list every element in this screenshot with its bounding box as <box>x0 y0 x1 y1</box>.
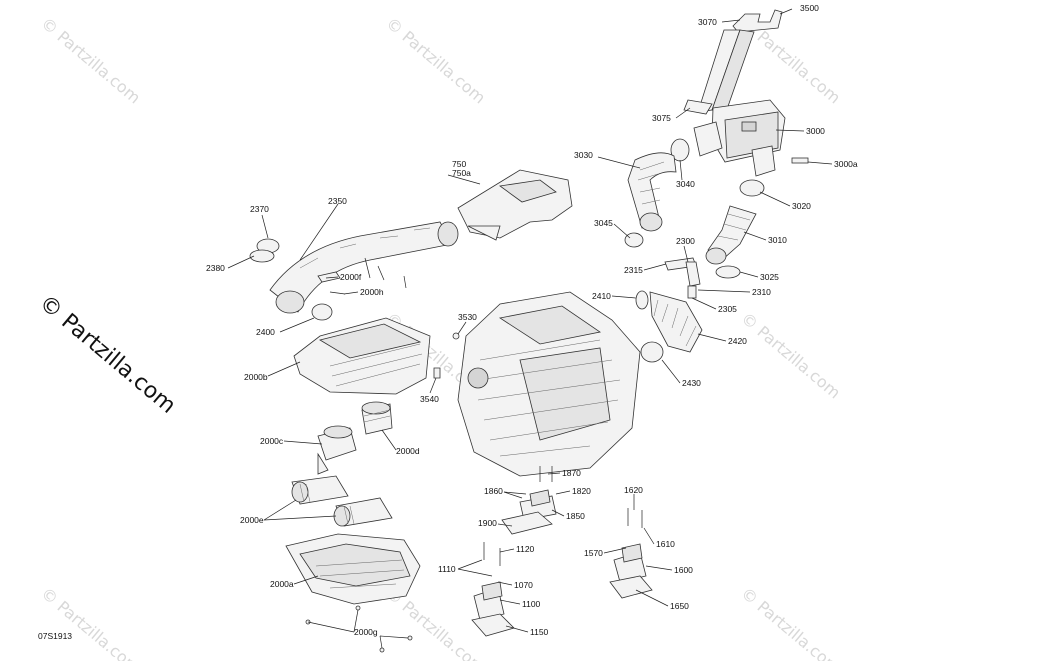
callout-2300: 2300 <box>676 236 695 246</box>
callout-1900: 1900 <box>478 518 497 528</box>
side-watermark: © Partzilla.com <box>34 290 180 418</box>
bolt-3000a <box>791 157 809 164</box>
clamp-2400 <box>311 303 333 321</box>
callout-1100: 1100 <box>522 599 541 609</box>
callout-1820: 1820 <box>572 486 591 496</box>
intercooler-3000 <box>693 99 786 177</box>
callout-2000a: 2000a <box>270 579 294 589</box>
engine-cover-750 <box>457 169 573 241</box>
clamp-2380 <box>249 249 275 263</box>
callout-1150: 1150 <box>530 627 549 637</box>
callout-1610: 1610 <box>656 539 675 549</box>
hose-3030 <box>627 152 677 232</box>
screws-2000h <box>329 257 407 295</box>
callout-2370: 2370 <box>250 204 269 214</box>
bolts-1120 <box>483 542 501 566</box>
plate-1150 <box>471 613 515 637</box>
diagram-code: 07S1913 <box>38 631 72 641</box>
callout-1120: 1120 <box>516 544 535 554</box>
callout-3000a: 3000a <box>834 159 858 169</box>
bolts-1620 <box>627 508 643 528</box>
bracket-2000f <box>317 271 341 283</box>
intake-tube-2350 <box>269 221 459 314</box>
watermark: © Partzilla.com <box>737 309 844 403</box>
callout-1110: 1110 <box>438 564 456 574</box>
engine-block <box>457 291 641 477</box>
plate-1900 <box>501 511 553 535</box>
callout-3000: 3000 <box>806 126 825 136</box>
tube-2300 <box>664 257 701 287</box>
callout-2000f: 2000f <box>340 272 362 282</box>
callout-2400: 2400 <box>256 327 275 337</box>
watermark: © Partzilla.com <box>37 14 144 108</box>
leader-lines <box>227 8 833 649</box>
callout-2350: 2350 <box>328 196 347 206</box>
callout-2380: 2380 <box>206 263 225 273</box>
watermark: © Partzilla.com <box>382 14 489 108</box>
clamp-2430 <box>640 341 664 363</box>
callout-3020: 3020 <box>792 201 811 211</box>
fitting-2310 <box>687 285 697 299</box>
callout-labels: 3500 3070 3075 3000 3000a 3030 3040 3020… <box>206 3 858 637</box>
callout-3040: 3040 <box>676 179 695 189</box>
clamp-3025 <box>715 265 741 279</box>
callout-3025: 3025 <box>760 272 779 282</box>
watermark: © Partzilla.com <box>737 584 844 661</box>
callout-2000g: 2000g <box>354 627 378 637</box>
callout-2315: 2315 <box>624 265 643 275</box>
callout-1650: 1650 <box>670 601 689 611</box>
callout-2000c: 2000c <box>260 436 284 446</box>
callout-1600: 1600 <box>674 565 693 575</box>
callout-1620: 1620 <box>624 485 643 495</box>
callout-2000d: 2000d <box>396 446 420 456</box>
coupler-2000d <box>361 401 393 435</box>
callout-2305: 2305 <box>718 304 737 314</box>
callout-3010: 3010 <box>768 235 787 245</box>
callout-3030: 3030 <box>574 150 593 160</box>
callout-1570: 1570 <box>584 548 603 558</box>
mount-1600 <box>613 543 647 583</box>
sensor-3540 <box>433 367 441 379</box>
callout-750a: 750a <box>452 168 471 178</box>
callout-2000e: 2000e <box>240 515 264 525</box>
callout-3530: 3530 <box>458 312 477 322</box>
callout-3070: 3070 <box>698 17 717 27</box>
callout-1860: 1860 <box>484 486 503 496</box>
callout-1870: 1870 <box>562 468 581 478</box>
callout-2000h: 2000h <box>360 287 384 297</box>
intake-manifold-2000b <box>293 317 431 395</box>
callout-750: 750 <box>452 159 466 169</box>
mount-1100 <box>473 581 505 621</box>
hose-2420 <box>649 291 703 353</box>
clamp-2410 <box>635 290 649 310</box>
watermark: © Partzilla.com <box>37 584 144 661</box>
sensor-3530 <box>452 332 460 340</box>
clamp-3045 <box>624 232 644 248</box>
callout-3045: 3045 <box>594 218 613 228</box>
airbox-2000a <box>285 533 421 605</box>
callout-3500: 3500 <box>800 3 819 13</box>
clamp-3020 <box>739 179 765 197</box>
callout-1070: 1070 <box>514 580 533 590</box>
callout-2420: 2420 <box>728 336 747 346</box>
callout-3540: 3540 <box>420 394 439 404</box>
duct-2000c <box>317 425 357 475</box>
callout-2430: 2430 <box>682 378 701 388</box>
callout-3075: 3075 <box>652 113 671 123</box>
callout-1850: 1850 <box>566 511 585 521</box>
couplers-2000e <box>291 475 393 527</box>
callout-2310: 2310 <box>752 287 771 297</box>
callout-2410: 2410 <box>592 291 611 301</box>
callout-2000b: 2000b <box>244 372 268 382</box>
bracket-3070 <box>683 9 783 115</box>
hose-3010 <box>705 205 757 265</box>
